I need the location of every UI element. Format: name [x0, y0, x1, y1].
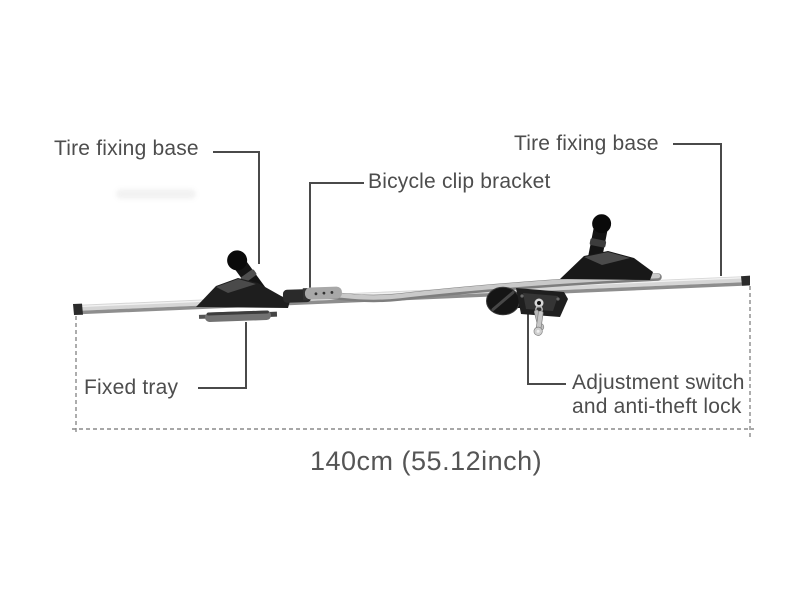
- label-tire-fixing-base-left: Tire fixing base: [54, 137, 199, 160]
- connector-bicycle-clip-bracket: [309, 182, 364, 292]
- rail-left-cap: [73, 303, 83, 315]
- connector-fixed-tray: [198, 322, 247, 389]
- callout-connectors: [198, 143, 722, 389]
- connector-tire-fixing-base-left: [213, 151, 260, 264]
- rail-right-cap: [741, 275, 750, 286]
- label-adjustment-switch-line2: and anti-theft lock: [572, 395, 742, 418]
- watermark-smudge: [116, 189, 196, 199]
- keys: [533, 305, 545, 336]
- fixed-tray-part: [198, 310, 278, 322]
- label-adjustment-switch-line1: Adjustment switch: [572, 371, 745, 394]
- connector-tire-fixing-base-right: [673, 143, 722, 276]
- anti-theft-lock-part: [516, 288, 568, 317]
- label-adjustment-switch-lock: Adjustment switch and anti-theft lock: [572, 371, 745, 419]
- connector-adjustment-switch: [527, 312, 566, 385]
- right-tire-fixing-base-part: [560, 214, 653, 280]
- left-tire-fixing-base-part: [196, 250, 290, 308]
- label-bicycle-clip-bracket: Bicycle clip bracket: [368, 170, 551, 193]
- label-fixed-tray: Fixed tray: [84, 376, 179, 399]
- label-tire-fixing-base-right: Tire fixing base: [514, 132, 659, 155]
- bicycle-clip-bracket-part: [282, 286, 342, 303]
- dimension-lines: [72, 286, 754, 440]
- dimension-label: 140cm (55.12inch): [310, 446, 543, 476]
